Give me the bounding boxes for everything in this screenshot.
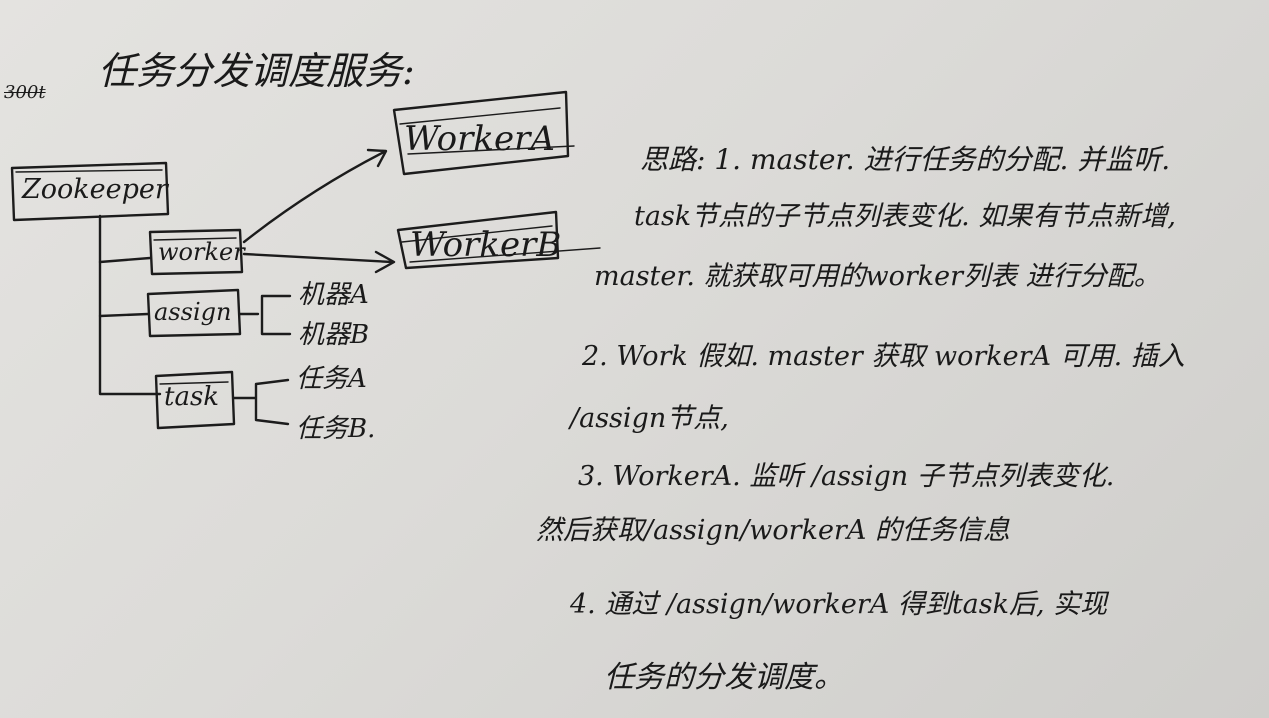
note-line-9: 任务的分发调度。 xyxy=(604,660,844,695)
struck-out-text: 300t xyxy=(4,82,46,103)
machine-b-label: 机器B xyxy=(298,320,370,350)
note-line-3: master. 就获取可用的worker列表 进行分配。 xyxy=(594,261,1161,292)
arrow-to-workerb xyxy=(242,252,394,264)
task-a-label: 任务A xyxy=(296,364,367,394)
branch-assign xyxy=(98,312,150,318)
note-line-7: 然后获取/assign/workerA 的任务信息 xyxy=(536,515,1010,546)
zookeeper-box xyxy=(10,161,170,222)
task-box xyxy=(154,370,236,430)
zookeeper-label: Zookeeper xyxy=(22,174,168,205)
task-bracket xyxy=(232,378,290,426)
worker-box xyxy=(148,228,244,276)
arrow-to-workera xyxy=(242,150,386,244)
assign-label: assign xyxy=(154,298,232,326)
note-line-5: /assign节点, xyxy=(570,403,729,434)
assign-box xyxy=(146,288,242,338)
note-line-4: 2. Work 假如. master 获取 workerA 可用. 插入 xyxy=(582,341,1185,372)
branch-worker xyxy=(98,256,152,264)
page-title: 任务分发调度服务: xyxy=(98,49,415,93)
note-line-2: task节点的子节点列表变化. 如果有节点新增, xyxy=(634,201,1176,232)
machine-a-label: 机器A xyxy=(298,280,369,310)
trunk-line xyxy=(98,214,162,396)
worker-label: worker xyxy=(158,238,245,266)
note-line-6: 3. WorkerA. 监听 /assign 子节点列表变化. xyxy=(578,461,1115,492)
workera-label: WorkerA xyxy=(404,119,555,159)
note-line-1: 思路: 1. master. 进行任务的分配. 并监听. xyxy=(640,143,1171,176)
workerb-box xyxy=(396,210,560,270)
note-line-8: 4. 通过 /assign/workerA 得到task后, 实现 xyxy=(570,589,1108,620)
task-b-label: 任务B. xyxy=(296,414,376,444)
workerb-label: WorkerB xyxy=(410,225,562,265)
workera-box xyxy=(392,90,570,176)
task-label: task xyxy=(164,382,220,412)
assign-bracket xyxy=(238,294,292,336)
